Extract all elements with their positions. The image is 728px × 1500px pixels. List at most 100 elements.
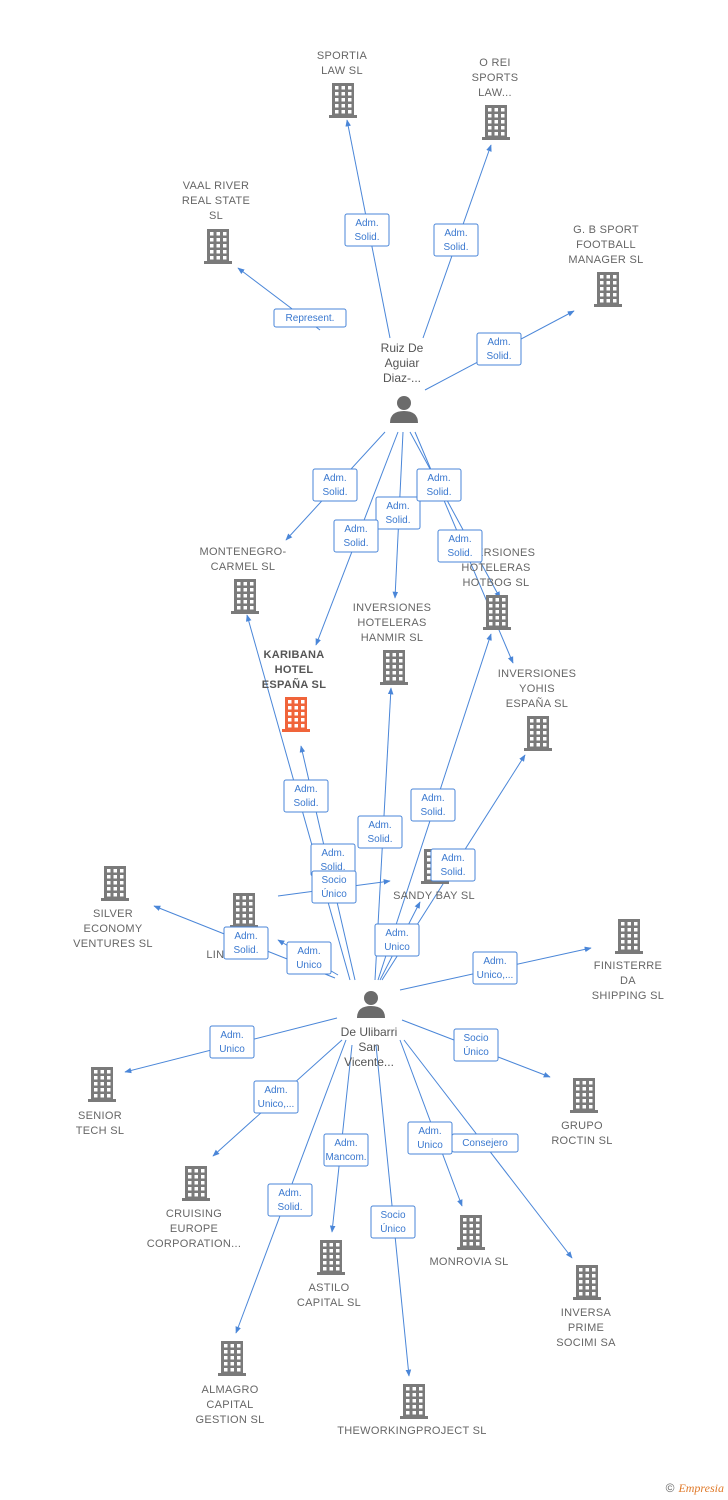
building-icon-orei[interactable] <box>482 105 510 140</box>
edge-label-text: Adm.Solid. <box>320 848 345 873</box>
edge-labels-layer: Adm.Solid. Adm.Solid. Represent. Adm.Solid.… <box>209 213 522 1239</box>
edge-label-text: Adm.Unico,... <box>258 1085 295 1110</box>
building-icon-theworking[interactable] <box>400 1384 428 1419</box>
edge-label-ruiz-sportia[interactable]: Adm.Solid. <box>344 213 390 247</box>
edge-label-text: Adm.Unico <box>219 1030 245 1055</box>
building-icon-senior[interactable] <box>88 1067 116 1102</box>
edge-label-ruiz-vaal[interactable]: Represent. <box>273 308 347 328</box>
edge-label-text: Adm.Mancom. <box>325 1138 366 1163</box>
edge-ruiz-hotbog <box>409 431 501 599</box>
edge-label-ruiz-hanmir[interactable]: Adm.Solid. <box>375 496 421 530</box>
building-icon-yohis[interactable] <box>524 716 552 751</box>
building-icon-inversa[interactable] <box>573 1265 601 1300</box>
building-icon-karibana[interactable] <box>282 697 310 732</box>
edge-label-ulibarri-monrovia[interactable]: Adm.Unico <box>407 1121 453 1155</box>
edge-label-ruiz-gbsport[interactable]: Adm.Solid. <box>476 332 522 366</box>
edge-label-ulibarri-astilo[interactable]: Adm.Mancom. <box>323 1133 369 1167</box>
edge-label-ruiz-yohis[interactable]: Adm.Solid. <box>416 468 462 502</box>
footer-brand: ©Empresia <box>666 1481 724 1496</box>
building-icon-montenegro[interactable] <box>231 579 259 614</box>
edge-label-text: Adm.Solid. <box>354 218 379 243</box>
brand-logo: Empresia <box>678 1481 724 1495</box>
edge-label-text: Adm.Solid. <box>440 853 465 878</box>
edge-label-text: Adm.Solid. <box>322 473 347 498</box>
edge-label-text: Adm.Solid. <box>277 1188 302 1213</box>
company-label-theworking: THEWORKINGPROJECT SL <box>337 1425 486 1437</box>
edge-label-text: Adm.Solid. <box>426 473 451 498</box>
copyright-symbol: © <box>665 1481 675 1495</box>
company-label-sandybay: SANDY BAY SL <box>393 890 475 902</box>
edge-label-ulibarri-silver[interactable]: Adm.Solid. <box>223 926 269 960</box>
edge-label-ulibarri-yohis[interactable]: Adm.Solid. <box>430 848 476 882</box>
company-label-montenegro: MONTENEGRO-CARMEL SL <box>199 546 286 573</box>
edge-label-text: Adm.Unico <box>296 946 322 971</box>
edge-label-text: Consejero <box>462 1138 508 1149</box>
building-icon-hotbog[interactable] <box>483 595 511 630</box>
building-icon-monrovia[interactable] <box>457 1215 485 1250</box>
building-icon-sportia[interactable] <box>329 83 357 118</box>
edge-label-text: Adm.Solid. <box>385 501 410 526</box>
edge-label-ulibarri-senior[interactable]: Adm.Unico <box>209 1025 255 1059</box>
building-icon-astilo[interactable] <box>317 1240 345 1275</box>
edge-label-ulibarri-inversa[interactable]: Consejero <box>451 1133 519 1153</box>
edge-label-ulibarri-hotbog[interactable]: Adm.Solid. <box>410 788 456 822</box>
building-icon-cruising[interactable] <box>182 1166 210 1201</box>
edge-label-text: Adm.Unico <box>384 928 410 953</box>
building-icon-silver[interactable] <box>101 866 129 901</box>
building-icon-almagro[interactable] <box>218 1341 246 1376</box>
edge-label-ulibarri-finisterre[interactable]: Adm.Unico,... <box>472 951 518 985</box>
edge-label-ulibarri-montenegro[interactable]: Adm.Solid. <box>310 843 356 877</box>
edge-label-ruiz-orei[interactable]: Adm.Solid. <box>433 223 479 257</box>
building-icon-lindalia[interactable] <box>230 893 258 928</box>
building-icon-hanmir[interactable] <box>380 650 408 685</box>
edge-label-ulibarri-hanmir[interactable]: Adm.Solid. <box>357 815 403 849</box>
edge-label-ulibarri-cruising[interactable]: Adm.Unico,... <box>253 1080 299 1114</box>
edge-label-text: Adm.Solid. <box>293 784 318 809</box>
edge-label-text: Adm.Unico,... <box>477 956 514 981</box>
person-icon-ruiz[interactable] <box>390 396 418 423</box>
edge-label-text: Adm.Unico <box>417 1126 443 1151</box>
edge-label-text: Adm.Solid. <box>343 524 368 549</box>
building-icon-gbsport[interactable] <box>594 272 622 307</box>
edge-label-ulibarri-karibana[interactable]: Adm.Solid. <box>283 779 329 813</box>
building-icon-roctin[interactable] <box>570 1078 598 1113</box>
edge-label-ulibarri-sandybay[interactable]: Adm.Unico <box>374 923 420 957</box>
edge-label-ruiz-montenegro[interactable]: Adm.Solid. <box>312 468 358 502</box>
building-icon-vaal[interactable] <box>204 229 232 264</box>
edge-label-ruiz-karibana[interactable]: Adm.Solid. <box>333 519 379 553</box>
edge-label-ulibarri-almagro[interactable]: Adm.Solid. <box>267 1183 313 1217</box>
person-icon-ulibarri[interactable] <box>357 991 385 1018</box>
edge-label-ulibarri-lindalia[interactable]: Adm.Unico <box>286 941 332 975</box>
company-label-monrovia: MONROVIA SL <box>429 1256 508 1268</box>
edge-label-ruiz-hotbog[interactable]: Adm.Solid. <box>437 529 483 563</box>
building-icon-finisterre[interactable] <box>615 919 643 954</box>
edge-label-text: Represent. <box>286 313 335 324</box>
edge-label-text: Adm.Solid. <box>486 337 511 362</box>
edge-label-text: Adm.Solid. <box>233 931 258 956</box>
edge-label-text: Adm.Solid. <box>447 534 472 559</box>
edge-label-text: Adm.Solid. <box>367 820 392 845</box>
